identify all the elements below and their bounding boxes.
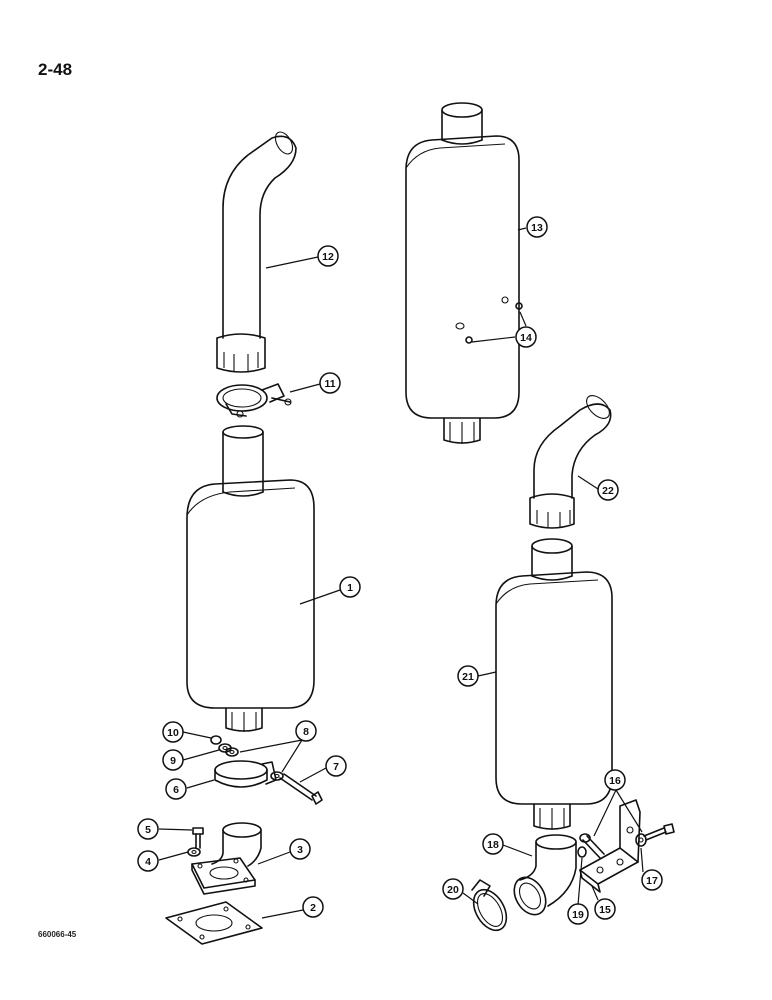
washer-part-17 [635, 833, 647, 847]
svg-text:21: 21 [462, 671, 474, 683]
svg-text:5: 5 [145, 824, 151, 836]
svg-text:17: 17 [646, 875, 658, 887]
exhaust-stack-part-12 [216, 131, 297, 373]
callout-5: 5 [137, 818, 159, 840]
callout-2: 2 [302, 896, 324, 918]
svg-text:2: 2 [310, 902, 316, 914]
bolt-part-5 [192, 827, 204, 849]
callout-16: 16 [604, 769, 626, 791]
svg-text:15: 15 [599, 904, 611, 916]
svg-text:20: 20 [447, 884, 459, 896]
callout-13: 13 [526, 216, 548, 238]
muffler-part-21 [495, 538, 613, 830]
callout-4: 4 [137, 850, 159, 872]
svg-text:12: 12 [322, 251, 334, 263]
callout-20: 20 [442, 878, 464, 900]
exhaust-stack-part-22 [529, 395, 612, 529]
page-number: 2-48 [38, 60, 73, 79]
leader-lines [158, 227, 644, 919]
washer-part-4 [187, 847, 201, 857]
svg-text:9: 9 [170, 755, 176, 767]
svg-text:13: 13 [531, 222, 543, 234]
svg-text:19: 19 [572, 909, 584, 921]
bolt-part-7 [279, 773, 323, 805]
callout-8: 8 [295, 720, 317, 742]
elbow-adapter-part-3 [191, 822, 262, 895]
svg-text:10: 10 [167, 727, 179, 739]
callout-17: 17 [641, 869, 663, 891]
svg-text:3: 3 [297, 844, 303, 856]
band-clamp-part-20 [471, 879, 508, 932]
bracket-part-15 [579, 799, 641, 893]
callout-22: 22 [597, 479, 619, 501]
muffler-part-1 [186, 425, 315, 732]
nut-part-14 [455, 296, 523, 344]
callout-19: 19 [567, 903, 589, 925]
callout-1: 1 [339, 576, 361, 598]
band-clamp-part-6 [214, 760, 277, 788]
callout-12: 12 [317, 245, 339, 267]
svg-text:6: 6 [173, 784, 179, 796]
svg-text:11: 11 [324, 378, 335, 390]
clamp-part-11 [216, 383, 292, 418]
muffler-part-13 [405, 102, 520, 444]
callout-21: 21 [457, 665, 479, 687]
svg-text:8: 8 [303, 726, 309, 738]
svg-text:18: 18 [487, 839, 499, 851]
callout-10: 10 [162, 721, 184, 743]
callout-18: 18 [482, 833, 504, 855]
nut-part-19 [577, 846, 587, 858]
figure-code: 660066-45 [38, 930, 77, 939]
callout-15: 15 [594, 898, 616, 920]
elbow-part-18 [513, 834, 577, 916]
callout-3: 3 [289, 838, 311, 860]
svg-text:16: 16 [609, 775, 621, 787]
gasket-part-2 [165, 901, 263, 945]
callout-9: 9 [162, 749, 184, 771]
callout-6: 6 [165, 778, 187, 800]
washer-part-8 [225, 747, 284, 781]
callout-7: 7 [325, 755, 347, 777]
callout-14: 14 [515, 326, 537, 348]
svg-text:7: 7 [333, 761, 339, 773]
bolt-part-16 [579, 823, 675, 859]
svg-text:22: 22 [602, 485, 614, 497]
svg-text:1: 1 [347, 582, 353, 594]
svg-text:4: 4 [145, 856, 151, 868]
nut-part-10 [210, 735, 222, 745]
callout-11: 11 [319, 372, 341, 394]
svg-text:14: 14 [520, 332, 532, 344]
